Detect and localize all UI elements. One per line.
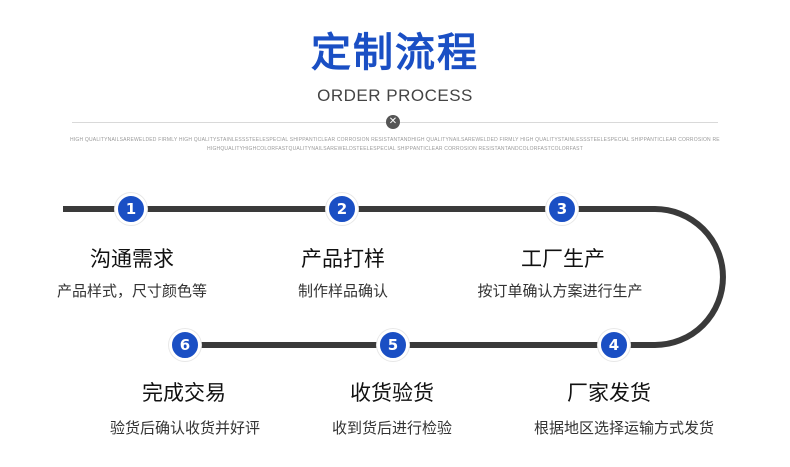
fine-print-line-2: HIGHQUALITYHIGHCOLORFASTQUALITYNAILSAREW… bbox=[207, 146, 583, 152]
step-4-number: 4 bbox=[598, 329, 630, 361]
step-1-number: 1 bbox=[115, 193, 147, 225]
step-1-desc: 产品样式，尺寸颜色等 bbox=[56, 282, 207, 300]
step-5-desc: 收到货后进行检验 bbox=[331, 419, 452, 437]
fine-print-line-1: HIGH QUALITYNAILSAREWELDED FIRMLY HIGH Q… bbox=[70, 137, 720, 143]
step-6-desc: 验货后确认收货并好评 bbox=[109, 419, 260, 437]
x-circle-icon: ✕ bbox=[386, 115, 400, 129]
step-4-title: 厂家发货 bbox=[567, 381, 651, 405]
process-track-path bbox=[63, 206, 726, 348]
page-title: 定制流程 bbox=[311, 30, 479, 76]
step-2-number: 2 bbox=[326, 193, 358, 225]
page-subtitle: ORDER PROCESS bbox=[317, 86, 473, 105]
step-3-title: 工厂生产 bbox=[521, 247, 605, 271]
step-2-title: 产品打样 bbox=[301, 247, 385, 271]
step-3-desc: 按订单确认方案进行生产 bbox=[477, 282, 643, 300]
step-6-title: 完成交易 bbox=[142, 381, 226, 405]
step-5-number: 5 bbox=[377, 329, 409, 361]
step-6-number: 6 bbox=[169, 329, 201, 361]
step-1-title: 沟通需求 bbox=[90, 247, 174, 271]
step-3-number: 3 bbox=[546, 193, 578, 225]
step-4-desc: 根据地区选择运输方式发货 bbox=[533, 419, 714, 437]
step-5-title: 收货验货 bbox=[350, 381, 434, 405]
step-2-desc: 制作样品确认 bbox=[297, 282, 388, 300]
